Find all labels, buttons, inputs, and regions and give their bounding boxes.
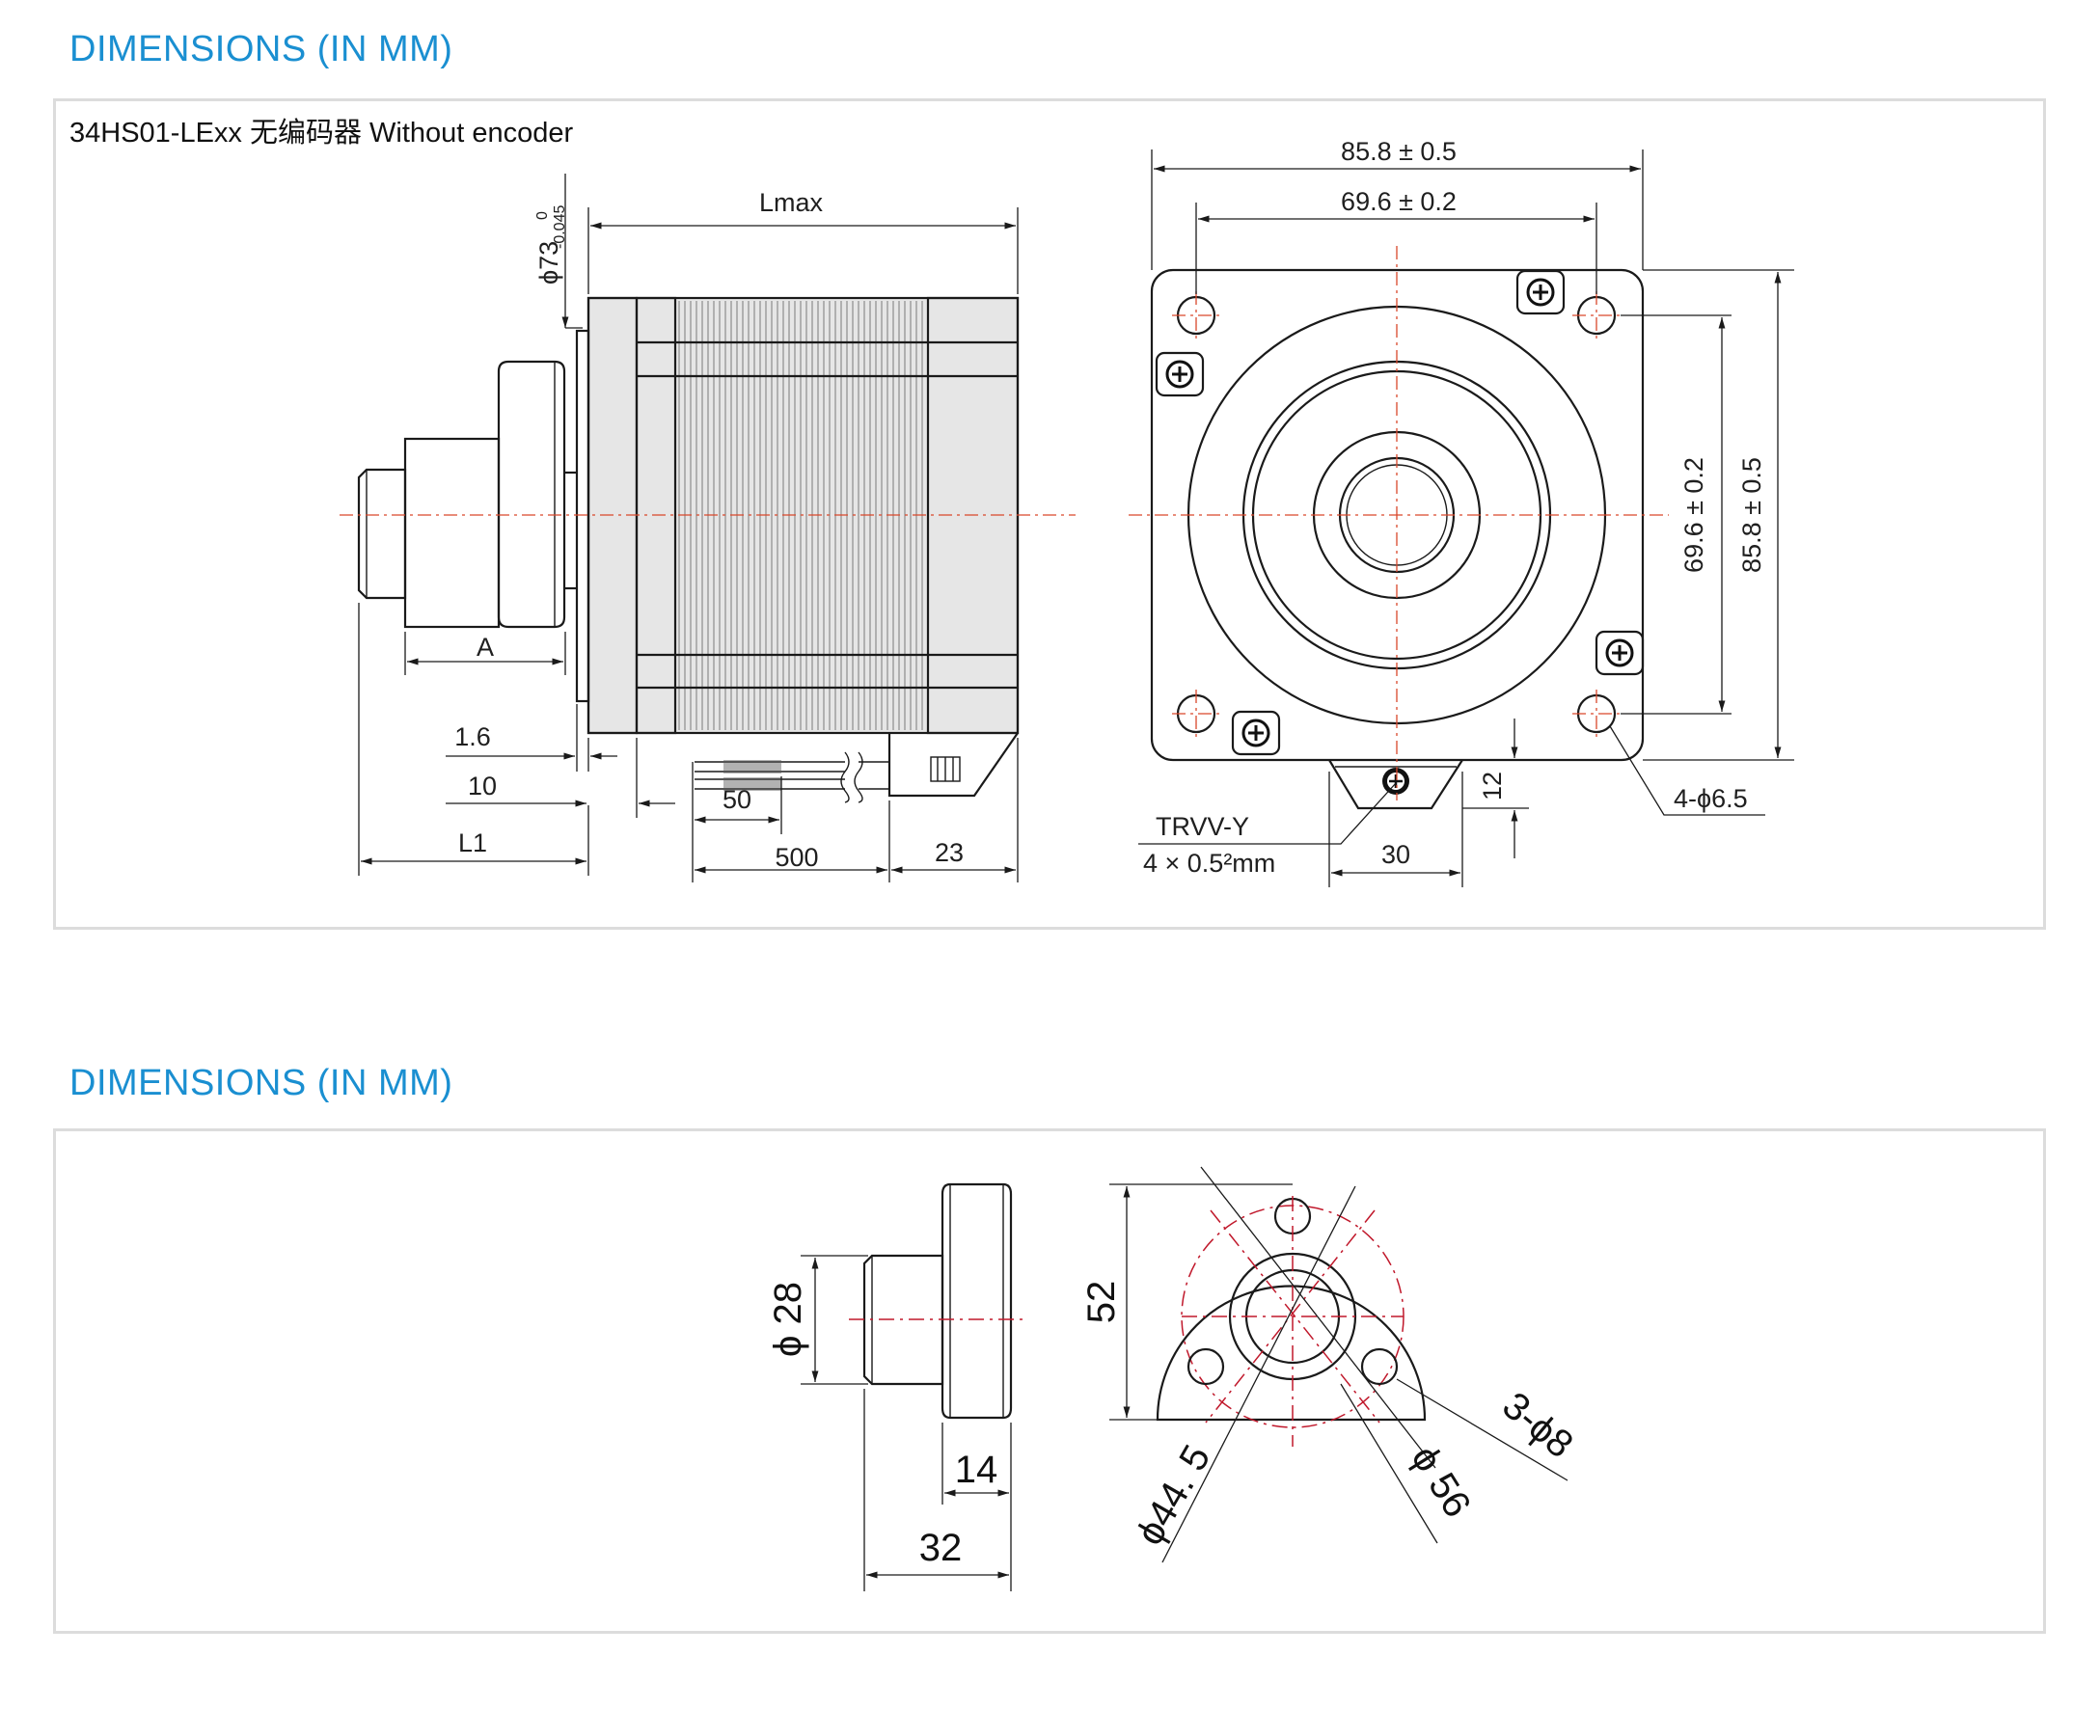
dim-12: 12	[1478, 772, 1507, 800]
pulley-front-dimensions	[1109, 1166, 1568, 1563]
front-dimensions	[1138, 149, 1794, 887]
section-heading-1: DIMENSIONS (IN MM)	[69, 29, 453, 69]
dim-1-6: 1.6	[454, 722, 491, 751]
dim-23: 23	[935, 838, 964, 867]
dim-width-inner: 69.6 ± 0.2	[1341, 187, 1457, 216]
dim-phi56: ϕ 56	[1403, 1438, 1479, 1524]
dim-phi44-5: ϕ44. 5	[1129, 1438, 1219, 1552]
cable-type: TRVV-Y	[1156, 812, 1249, 841]
dim-50: 50	[723, 785, 751, 814]
dim-a: A	[477, 633, 494, 662]
dim-holes-3: 3-ϕ8	[1494, 1384, 1581, 1466]
screw-head-icon	[1155, 351, 1205, 397]
pulley-side-view	[849, 1182, 1027, 1420]
dim-phi73: ϕ73	[534, 241, 563, 285]
dim-500: 500	[775, 843, 818, 872]
dim-height-inner: 69.6 ± 0.2	[1679, 457, 1708, 573]
dim-52: 52	[1080, 1281, 1123, 1324]
dim-width-outer: 85.8 ± 0.5	[1341, 137, 1457, 166]
dim-30: 30	[1381, 840, 1410, 869]
dim-l1: L1	[458, 828, 487, 857]
dim-phi73-tol-lower: -0.045	[552, 205, 568, 249]
dim-10: 10	[468, 772, 497, 800]
dim-phi28: ϕ 28	[767, 1282, 809, 1357]
cable-spec: 4 × 0.5²mm	[1143, 849, 1275, 878]
drawing-panel-2	[53, 1128, 2046, 1634]
dim-lmax: Lmax	[759, 188, 824, 217]
dim-phi73-tol-upper: 0	[534, 211, 551, 220]
drawing-title: 34HS01-LExx 无编码器 Without encoder	[69, 117, 574, 149]
section-heading-2: DIMENSIONS (IN MM)	[69, 1063, 453, 1103]
dim-32: 32	[919, 1527, 963, 1569]
screw-head-icon	[1231, 710, 1281, 756]
dim-height-outer: 85.8 ± 0.5	[1737, 457, 1766, 573]
motor-front-view	[1129, 246, 1669, 810]
pulley-side-dimensions	[801, 1255, 1012, 1591]
screw-head-icon	[1595, 630, 1645, 676]
motor-side-view	[340, 296, 1076, 803]
screw-head-icon	[1515, 269, 1566, 315]
side-dimensions	[358, 174, 1019, 882]
pulley-front-view	[1156, 1196, 1427, 1447]
drawing-panel-1	[53, 98, 2046, 930]
dim-holes-4: 4-ϕ6.5	[1674, 784, 1748, 813]
dim-14: 14	[955, 1449, 998, 1491]
